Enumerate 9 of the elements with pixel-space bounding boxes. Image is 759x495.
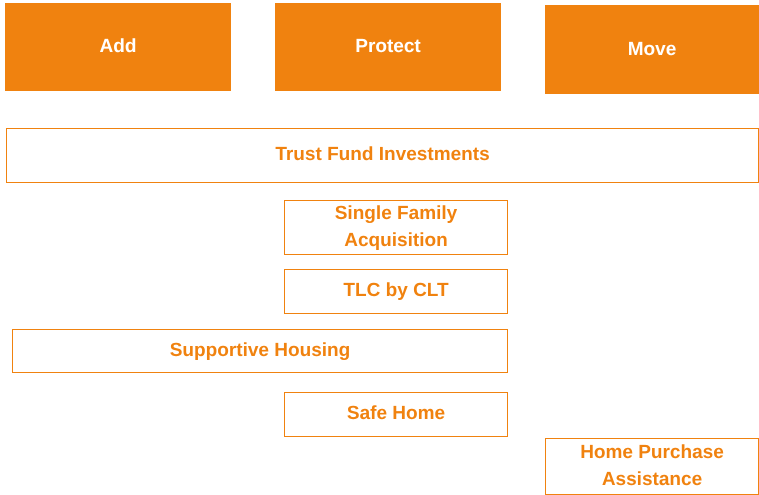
program-box: Trust Fund Investments — [6, 128, 759, 183]
program-box: TLC by CLT — [284, 269, 508, 314]
category-header: Add — [5, 3, 231, 91]
program-box: Single Family Acquisition — [284, 200, 508, 255]
category-header: Protect — [275, 3, 501, 91]
program-box: Home Purchase Assistance — [545, 438, 759, 495]
program-box: Safe Home — [284, 392, 508, 437]
category-header: Move — [545, 5, 759, 94]
program-box: Supportive Housing — [12, 329, 508, 373]
